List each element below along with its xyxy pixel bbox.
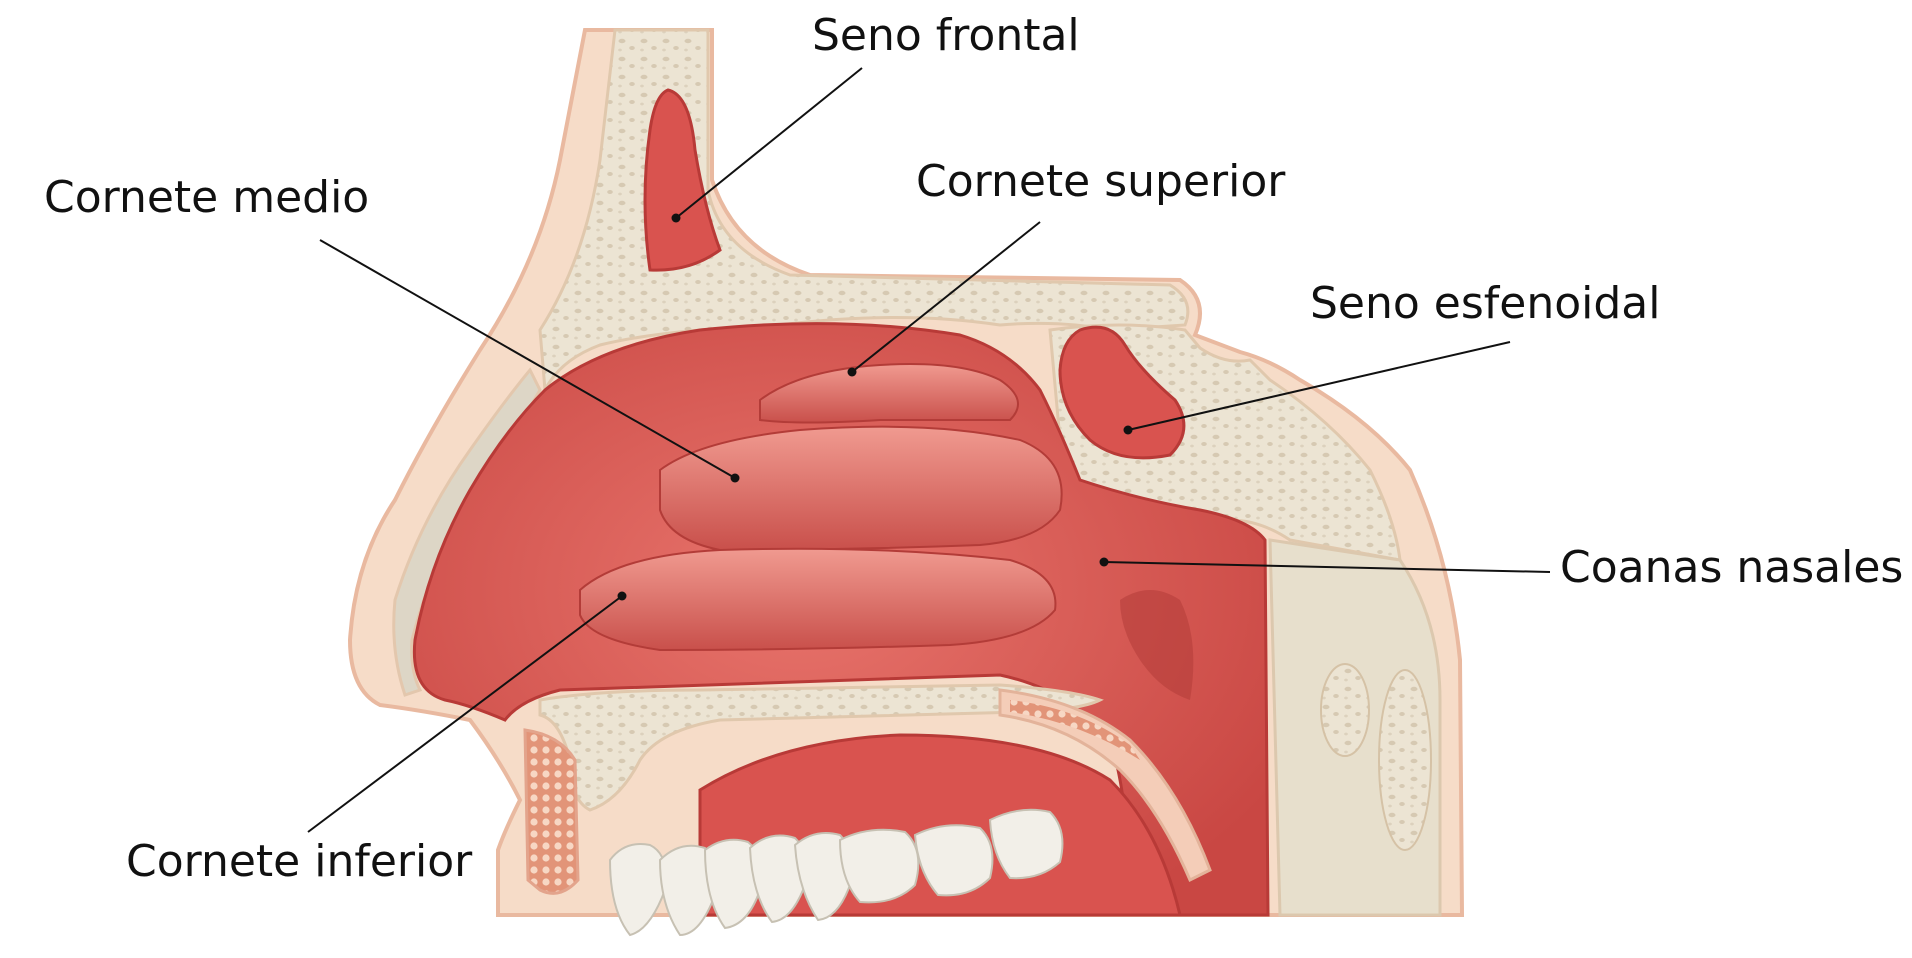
- upper-lip: [523, 728, 580, 895]
- leader-cornete-medio: [319, 239, 736, 479]
- leader-cornete-superior: [851, 221, 1041, 373]
- soft-palate-muscle: [1010, 700, 1140, 760]
- label-cornete-superior: Cornete superior: [916, 156, 1286, 207]
- label-seno-frontal: Seno frontal: [812, 10, 1080, 61]
- vertebra-body: [1378, 669, 1432, 851]
- tooth: [608, 843, 667, 937]
- leader-dot: [1123, 425, 1133, 435]
- label-coanas-nasales: Coanas nasales: [1560, 542, 1904, 593]
- vertebra-body: [1320, 663, 1370, 757]
- leader-dot: [671, 213, 681, 223]
- inferior-turbinate: [579, 547, 1057, 652]
- leader-dot: [1099, 557, 1109, 567]
- leader-dots: [617, 213, 1133, 601]
- tooth: [913, 824, 994, 897]
- label-cornete-inferior: Cornete inferior: [126, 836, 473, 887]
- middle-turbinate: [659, 425, 1063, 552]
- frontal-sinus: [643, 88, 722, 272]
- leader-dot: [617, 591, 627, 601]
- leader-dot: [847, 367, 857, 377]
- leader-seno-frontal: [675, 67, 863, 219]
- superior-turbinate: [759, 363, 1019, 424]
- leader-lines: [307, 67, 1551, 833]
- leader-dot: [730, 473, 740, 483]
- label-seno-esfenoidal: Seno esfenoidal: [1310, 278, 1661, 329]
- tooth: [988, 808, 1064, 880]
- tooth: [838, 828, 920, 904]
- teeth: [608, 808, 1064, 937]
- choana-shadow: [1120, 590, 1194, 700]
- label-cornete-medio: Cornete medio: [44, 172, 370, 223]
- leader-coanas-nasales: [1103, 561, 1551, 573]
- leader-cornete-inferior: [307, 595, 623, 833]
- frontal-bone: [538, 28, 1190, 396]
- hard-palate: [538, 683, 1104, 812]
- leader-seno-esfenoidal: [1127, 341, 1511, 431]
